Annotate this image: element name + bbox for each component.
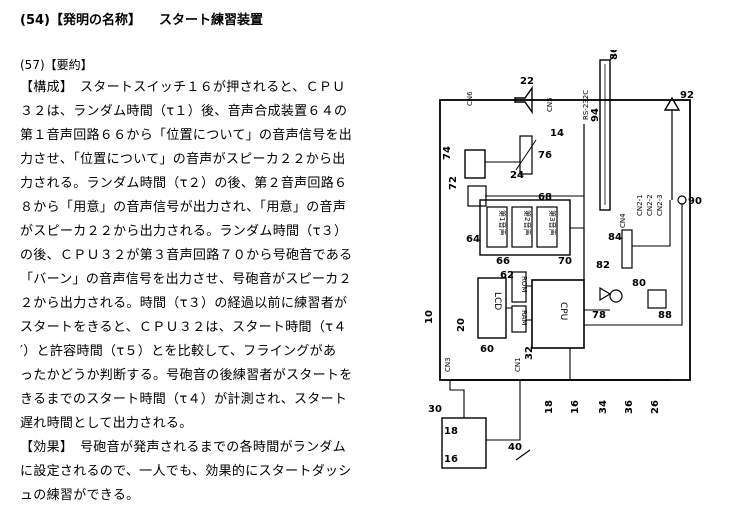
ref-72: 72 (448, 176, 459, 190)
cpu-label: CPU (558, 302, 568, 320)
ref-86: 86 (609, 50, 620, 60)
lcd-label: LCD (492, 292, 502, 310)
rom-label: ROM (520, 276, 528, 292)
rom-box (511, 271, 527, 303)
ref-36: 36 (624, 400, 635, 414)
connector-90-icon (677, 195, 687, 205)
ref-30: 30 (428, 404, 442, 415)
ref-84: 84 (608, 232, 622, 243)
wire (485, 161, 683, 380)
ref-90: 90 (688, 196, 702, 207)
abstract-line: 第１音声回路６６から「位置について」の音声信号を出 (20, 128, 353, 143)
mixer-box (467, 185, 487, 207)
cn3-label: CN3 (444, 357, 452, 372)
abstract-line: きるまでのスタート時間（τ４）が計測され、スタート (20, 392, 348, 407)
title-label: 【発明の名称】 (49, 13, 141, 28)
diode-icon (599, 286, 612, 302)
invention-title: (54)【発明の名称】 スタート練習装置 (20, 9, 263, 28)
sensor-box (621, 229, 633, 269)
rs232c-label: RS-232C (582, 90, 590, 120)
speaker-icon (514, 85, 533, 115)
abstract-line: がスピーカ２２から出力される。ランダム時間（τ３） (20, 224, 348, 239)
cn2-2-label: CN2-2 (646, 194, 654, 216)
abstract-line: に設定されるので、一人でも、効果的にスタートダッシ (20, 464, 352, 479)
abstract-line: 遅れ時間として出力される。 (20, 416, 193, 431)
ref-82: 82 (596, 260, 610, 271)
ref-76: 76 (538, 150, 552, 161)
abstract-body: 【構成】 スタートスイッチ１６が押されると、ＣＰＵ ３２は、ランダム時間（τ１）… (20, 76, 365, 508)
cn6-label: CN6 (466, 91, 474, 106)
ref-74: 74 (442, 146, 453, 160)
abstract-label: (57)【要約】 (20, 58, 93, 72)
wire (449, 380, 531, 461)
title-number: (54) (20, 13, 50, 28)
cn2-3-label: CN2-3 (656, 194, 664, 216)
abstract-line: 力させ、「位置について」の音声がスピーカ２２から出 (20, 152, 346, 167)
ref-68: 68 (538, 192, 552, 203)
display-tube (599, 59, 611, 211)
ref-16b: 16 (444, 454, 458, 465)
abstract-line: 「バーン」の音声信号を出力させ、号砲音がスピーカ２ (20, 272, 352, 287)
volume-control (519, 135, 533, 175)
external-unit (647, 289, 667, 309)
voice-circuit-1-label: 第1音声 (498, 210, 507, 235)
cn1-label: CN1 (514, 357, 522, 372)
voice-circuit-3-label: 第3音声 (548, 210, 557, 235)
abstract-line: 【効果】 号砲音が発声されるまでの各時間がランダム (20, 440, 347, 455)
ref-18: 18 (544, 400, 555, 414)
cpu-box (531, 279, 585, 349)
lamp-icon (609, 289, 623, 303)
voice-circuit-2 (511, 206, 533, 248)
abstract-line: ′）と許容時間（τ５）とを比較して、フライングがあ (20, 344, 337, 359)
ref-18b: 18 (444, 426, 458, 437)
abstract-line: 【構成】 スタートスイッチ１６が押されると、ＣＰＵ (20, 80, 346, 95)
ref-24: 24 (510, 170, 524, 181)
ref-60: 60 (480, 344, 494, 355)
title-text: スタート練習装置 (159, 13, 264, 28)
amplifier-box (464, 149, 486, 179)
ref-94: 94 (590, 108, 601, 122)
ref-10: 10 (424, 310, 435, 324)
ref-32: 32 (524, 346, 535, 360)
ref-22: 22 (520, 76, 534, 87)
ref-16: 16 (570, 400, 581, 414)
cn5-label: CN5 (546, 97, 554, 112)
voice-circuit-2-label: 第2音声 (523, 210, 532, 235)
abstract-line: 力される。ランダム時間（τ２）の後、第２音声回路６ (20, 176, 348, 191)
voice-circuit-1 (486, 206, 508, 248)
ram-label: RAM (520, 310, 528, 325)
abstract-line: スタートをきると、ＣＰＵ３２は、スタート時間（τ４ (20, 320, 347, 335)
ref-26: 26 (650, 400, 661, 414)
abstract-line: ２から出力される。時間（τ３）の経過以前に練習者が (20, 296, 348, 311)
ref-20: 20 (456, 318, 467, 332)
ref-80: 80 (632, 278, 646, 289)
ref-62: 62 (500, 270, 514, 281)
ref-leader (609, 53, 617, 61)
ref-70: 70 (558, 256, 572, 267)
ref-78: 78 (592, 310, 606, 321)
cn2-1-label: CN2-1 (636, 194, 644, 216)
ref-88: 88 (658, 310, 672, 321)
circuit-diagram: 86 92 RS-232C 94 22 CN6 CN5 74 76 14 72 … (420, 50, 720, 480)
abstract-line: ３２は、ランダム時間（τ１）後、音声合成装置６４の (20, 104, 348, 119)
ref-92: 92 (680, 90, 694, 101)
abstract-line: ュの練習ができる。 (20, 488, 140, 503)
ref-34: 34 (598, 400, 609, 414)
ref-14: 14 (550, 128, 564, 139)
abstract-line: ったかどうか判断する。号砲音の後練習者がスタートを (20, 368, 353, 383)
ref-40: 40 (508, 442, 522, 453)
voice-circuit-3 (536, 206, 558, 248)
cn4-label: CN4 (619, 213, 627, 228)
ref-64: 64 (466, 234, 480, 245)
abstract-line: ８から「用意」の音声信号が出力され、「用意」の音声 (20, 200, 347, 215)
ram-box (511, 305, 527, 333)
abstract-line: の後、ＣＰＵ３２が第３音声回路７０から号砲音である (20, 248, 353, 263)
ref-66: 66 (496, 256, 510, 267)
